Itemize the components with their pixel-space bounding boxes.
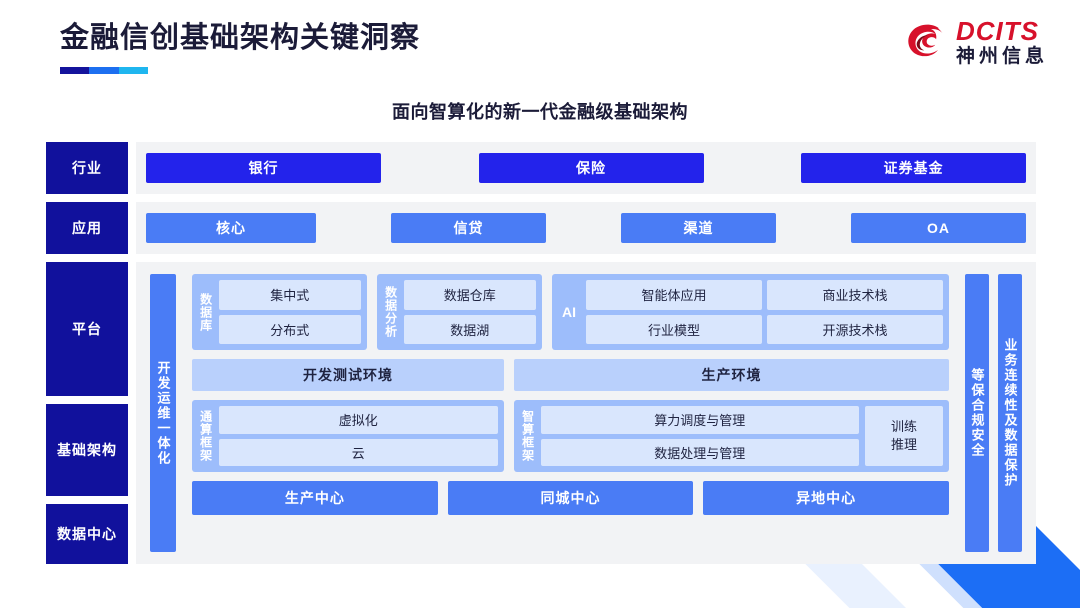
inference-label: 推理	[890, 437, 917, 452]
group-database-label: 数据库	[198, 292, 213, 332]
compliance-security-bar[interactable]: 等保合规安全	[965, 274, 989, 552]
framework-general-label: 通算框架	[198, 410, 213, 462]
platform-panel: 开发运维一体化 数据库 集中式 分布式 数据分析	[136, 262, 1036, 564]
rail-label-infrastructure: 基础架构	[46, 404, 128, 496]
continuity-protection-bar[interactable]: 业务连续性及数据保护	[998, 274, 1022, 552]
application-item-channel[interactable]: 渠道	[621, 213, 776, 243]
cell-data-warehouse[interactable]: 数据仓库	[403, 280, 536, 310]
page-title: 金融信创基础架构关键洞察	[60, 22, 421, 54]
env-dev-test[interactable]: 开发测试环境	[192, 359, 504, 391]
rail-label-platform: 平台	[46, 262, 128, 396]
cell-cloud[interactable]: 云	[218, 438, 498, 466]
group-data-analysis-label: 数据分析	[383, 286, 398, 338]
rail-stack: 平台 基础架构 数据中心	[46, 262, 128, 564]
dcits-swirl-icon	[908, 24, 943, 57]
cell-compute-scheduling[interactable]: 算力调度与管理	[540, 406, 859, 434]
industry-item-securities[interactable]: 证券基金	[801, 153, 1026, 183]
dc-remote[interactable]: 异地中心	[703, 481, 950, 515]
rule-segment-1	[60, 67, 90, 74]
industry-panel: 银行 保险 证券基金	[136, 142, 1036, 194]
cell-data-lake[interactable]: 数据湖	[403, 314, 536, 344]
diagram-subtitle: 面向智算化的新一代金融级基础架构	[392, 102, 688, 122]
rail-label-data-center: 数据中心	[46, 504, 128, 564]
application-item-core[interactable]: 核心	[146, 213, 316, 243]
architecture-diagram: 行业 银行 保险 证券基金 应用 核心 信贷 渠道 OA 平台 基础架构 数据中…	[46, 142, 1036, 564]
dc-production[interactable]: 生产中心	[192, 481, 438, 515]
env-production[interactable]: 生产环境	[514, 359, 949, 391]
header: 金融信创基础架构关键洞察	[60, 18, 420, 74]
group-database: 数据库 集中式 分布式	[192, 274, 367, 350]
rail-label-application: 应用	[46, 202, 128, 254]
platform-infrastructure-band: 平台 基础架构 数据中心 开发运维一体化 数据库 集中式 分布式	[46, 262, 1036, 564]
industry-band: 行业 银行 保险 证券基金	[46, 142, 1036, 194]
platform-center-column: 数据库 集中式 分布式 数据分析 数据仓库 数据湖	[192, 274, 950, 552]
application-panel: 核心 信贷 渠道 OA	[136, 202, 1036, 254]
brand-logo: DCITS 神州信息	[903, 18, 1048, 66]
right-vertical-bars: 等保合规安全 业务连续性及数据保护	[965, 274, 1022, 552]
industry-item-insurance[interactable]: 保险	[478, 153, 704, 183]
application-item-credit[interactable]: 信贷	[391, 213, 546, 243]
application-item-oa[interactable]: OA	[851, 213, 1026, 243]
framework-intelligent-compute: 智算框架 算力调度与管理 数据处理与管理 训练 推理	[514, 400, 949, 472]
framework-intelligent-label: 智算框架	[520, 410, 535, 462]
title-underline-rule	[60, 67, 148, 74]
cell-industry-model[interactable]: 行业模型	[586, 314, 762, 344]
cell-distributed[interactable]: 分布式	[218, 314, 361, 344]
rule-segment-2	[89, 67, 119, 74]
logo-text-cn: 神州信息	[955, 46, 1048, 67]
industry-item-bank[interactable]: 银行	[146, 153, 381, 183]
framework-general-compute: 通算框架 虚拟化 云	[192, 400, 504, 472]
cell-centralized[interactable]: 集中式	[218, 280, 361, 310]
logo-text-en: DCITS	[955, 16, 1039, 46]
cell-agent-application[interactable]: 智能体应用	[586, 280, 762, 310]
group-ai: AI 智能体应用 商业技术栈 行业模型 开源技术栈	[552, 274, 949, 350]
rail-label-industry: 行业	[46, 142, 128, 194]
group-ai-label: AI	[562, 303, 576, 320]
application-band: 应用 核心 信贷 渠道 OA	[46, 202, 1036, 254]
group-data-analysis: 数据分析 数据仓库 数据湖	[377, 274, 542, 350]
cell-virtualization[interactable]: 虚拟化	[218, 406, 498, 434]
cell-data-processing[interactable]: 数据处理与管理	[540, 438, 859, 466]
cell-train-inference[interactable]: 训练 推理	[865, 406, 943, 466]
devops-vertical-bar[interactable]: 开发运维一体化	[150, 274, 176, 552]
platform-top-row: 数据库 集中式 分布式 数据分析 数据仓库 数据湖	[192, 274, 949, 350]
framework-row: 通算框架 虚拟化 云 智算框架 算力调度与管理 数据处理与管理	[192, 400, 949, 472]
cell-commercial-stack[interactable]: 商业技术栈	[767, 280, 943, 310]
environment-row: 开发测试环境 生产环境	[192, 359, 949, 391]
train-label: 训练	[890, 419, 917, 435]
data-center-row: 生产中心 同城中心 异地中心	[192, 481, 950, 515]
rule-segment-3	[118, 67, 148, 74]
cell-opensource-stack[interactable]: 开源技术栈	[767, 314, 943, 344]
dc-same-city[interactable]: 同城中心	[447, 481, 694, 515]
